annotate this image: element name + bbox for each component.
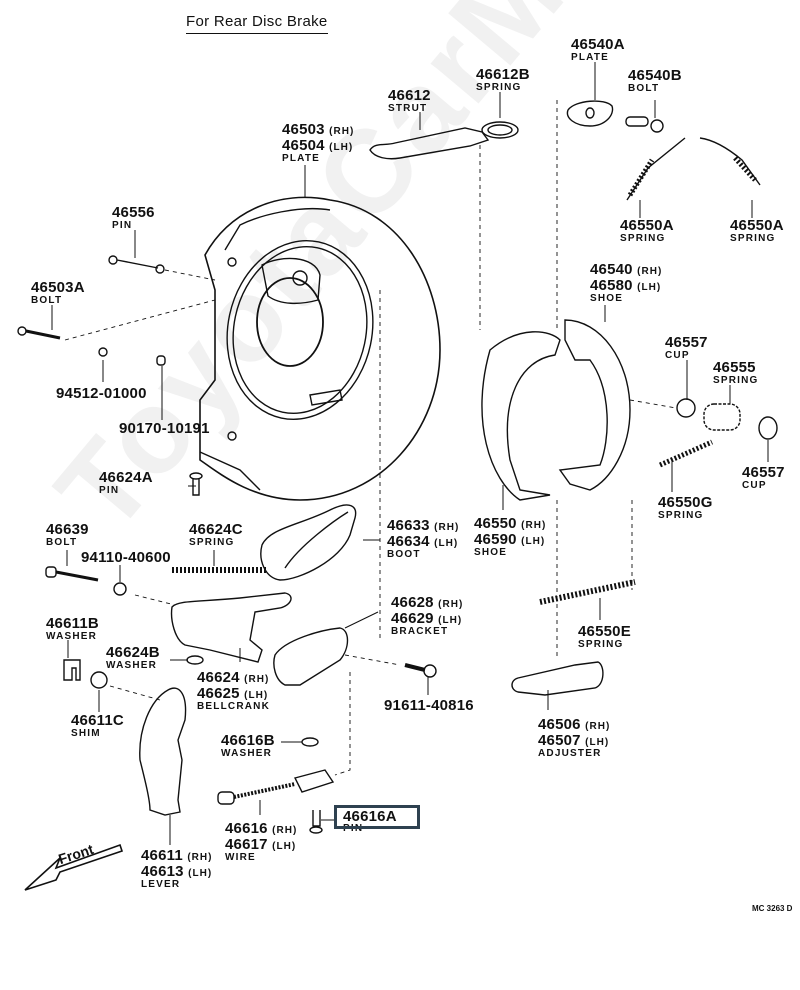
front-arrow-icon bbox=[24, 843, 124, 891]
washer-clip-drawing bbox=[63, 659, 81, 681]
leader-lines bbox=[51, 62, 769, 845]
boot-drawing bbox=[260, 504, 357, 581]
part-label-46624[interactable]: 46624 (RH)46625 (LH)BELLCRANK bbox=[197, 669, 271, 712]
part-label-46540[interactable]: 46540 (RH)46580 (LH)SHOE bbox=[590, 261, 663, 304]
part-label-46628[interactable]: 46628 (RH)46629 (LH)BRACKET bbox=[391, 594, 464, 637]
pin-drawing bbox=[108, 255, 165, 274]
strut-drawing bbox=[369, 127, 490, 160]
part-label-46506[interactable]: 46506 (RH)46507 (LH)ADJUSTER bbox=[538, 716, 611, 759]
adjusting-spring-drawing bbox=[658, 439, 714, 468]
washer-46616b-drawing bbox=[301, 737, 319, 747]
part-label-46503[interactable]: 46503 (RH)46504 (LH)PLATE bbox=[282, 121, 355, 164]
highlight-box-46616a[interactable] bbox=[334, 805, 420, 829]
parking-shoe-drawing bbox=[481, 319, 631, 501]
bolt-drawing bbox=[17, 326, 61, 340]
lever-drawing bbox=[139, 687, 187, 816]
nut-drawing bbox=[98, 347, 108, 357]
cup-drawing bbox=[676, 398, 696, 418]
wire-drawing bbox=[217, 769, 335, 805]
bracket-drawing bbox=[273, 627, 349, 686]
shim-drawing bbox=[90, 671, 108, 689]
diagram-title: For Rear Disc Brake bbox=[186, 13, 328, 34]
diagram-code: MC 3263 D bbox=[752, 904, 793, 913]
spring-46550e-drawing bbox=[539, 579, 636, 605]
cup-2-drawing bbox=[758, 416, 778, 440]
bolt-46639-drawing bbox=[45, 566, 99, 582]
part-label-46616[interactable]: 46616 (RH)46617 (LH)WIRE bbox=[225, 820, 298, 863]
hold-spring-drawing bbox=[703, 403, 741, 431]
part-label-46633[interactable]: 46633 (RH)46634 (LH)BOOT bbox=[387, 517, 460, 560]
washer-46624b-drawing bbox=[186, 655, 204, 665]
pin-46616a-drawing bbox=[309, 810, 323, 834]
adjuster-drawing bbox=[511, 661, 604, 696]
dashed-connection-lines bbox=[64, 100, 677, 776]
part-label-94110-40600[interactable]: 94110-40600 bbox=[81, 549, 171, 566]
bolt-91611-drawing bbox=[404, 663, 437, 678]
part-label-46550[interactable]: 46550 (RH)46590 (LH)SHOE bbox=[474, 515, 547, 558]
nut-94110-drawing bbox=[113, 582, 127, 596]
return-spring-drawing bbox=[626, 137, 761, 201]
backing-plate-drawing bbox=[199, 196, 441, 501]
part-label-91611-40816[interactable]: 91611-40816 bbox=[384, 697, 474, 714]
part-label-90170-10191[interactable]: 90170-10191 bbox=[119, 420, 210, 437]
shoe-hold-plate-drawing bbox=[566, 100, 614, 127]
bellcrank-drawing bbox=[170, 592, 292, 663]
pin-a-drawing bbox=[189, 472, 203, 496]
collar-drawing bbox=[156, 355, 166, 366]
part-label-94512-01000[interactable]: 94512-01000 bbox=[56, 385, 147, 402]
part-label-46611[interactable]: 46611 (RH)46613 (LH)LEVER bbox=[141, 847, 213, 890]
shoe-bolt-drawing bbox=[625, 116, 664, 133]
strut-spring-drawing bbox=[481, 121, 519, 139]
